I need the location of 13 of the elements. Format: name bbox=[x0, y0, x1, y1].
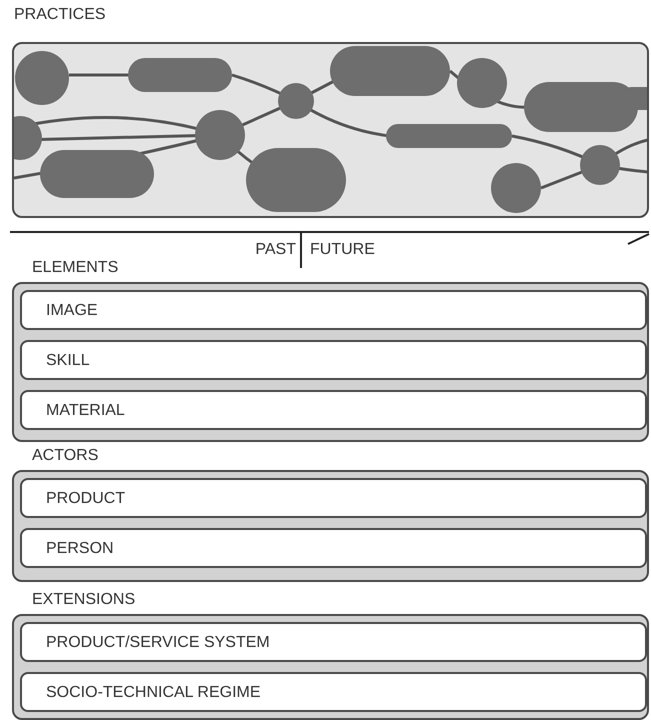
element-box: IMAGE bbox=[20, 290, 647, 330]
group-heading: PRACTICES bbox=[14, 6, 106, 24]
group-heading: ELEMENTS bbox=[32, 259, 118, 277]
element-box: SOCIO-TECHNICAL REGIME bbox=[20, 672, 647, 712]
timeline-label: PAST bbox=[255, 241, 296, 259]
timeline-label: FUTURE bbox=[310, 241, 375, 259]
group-heading: EXTENSIONS bbox=[32, 591, 136, 609]
element-box: PERSON bbox=[20, 528, 647, 568]
element-box: PRODUCT/SERVICE SYSTEM bbox=[20, 622, 647, 662]
element-box: SKILL bbox=[20, 340, 647, 380]
group-heading: ACTORS bbox=[32, 447, 98, 465]
element-box: MATERIAL bbox=[20, 390, 647, 430]
element-box: PRODUCT bbox=[20, 478, 647, 518]
